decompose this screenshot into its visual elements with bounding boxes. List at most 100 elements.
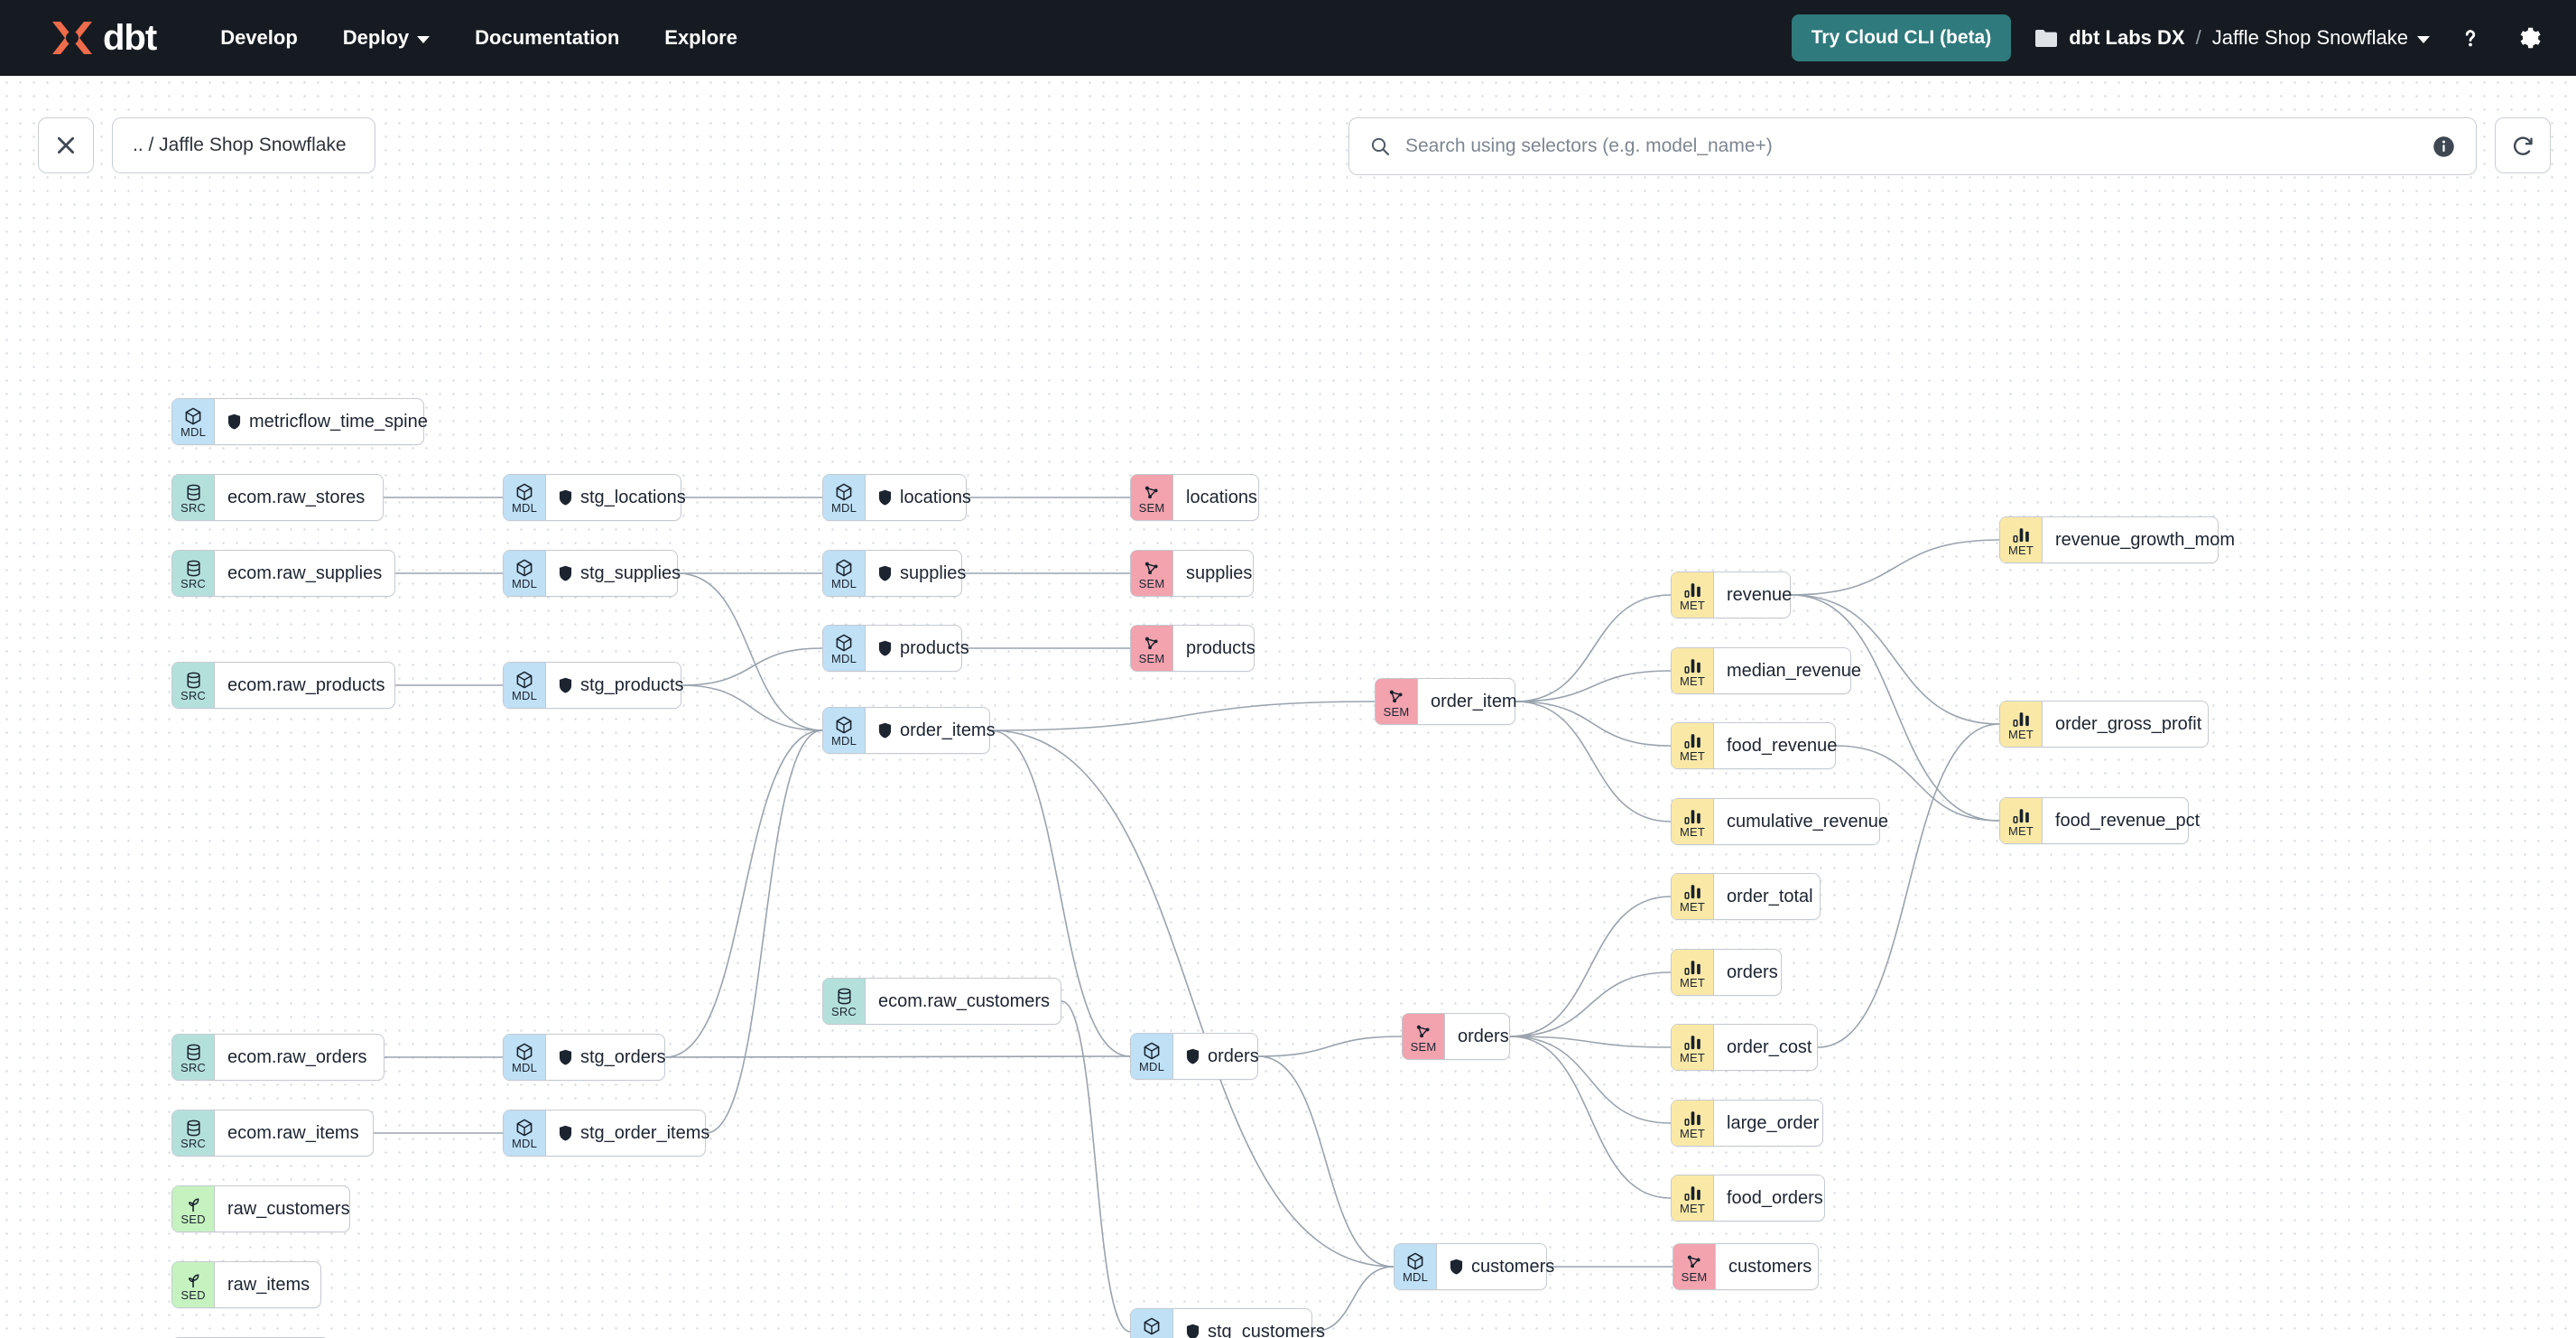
node-type-badge-sem: SEM bbox=[1403, 1014, 1445, 1059]
node-type-badge-mdl: MDL bbox=[823, 475, 866, 520]
refresh-button[interactable] bbox=[2495, 117, 2551, 173]
search-input[interactable] bbox=[1405, 135, 2417, 157]
node-label: customers bbox=[1437, 1244, 1570, 1289]
node-type-badge-met: MET bbox=[1672, 723, 1714, 768]
cube-icon bbox=[1142, 1316, 1162, 1336]
node-type-badge-sem: SEM bbox=[1673, 1244, 1716, 1289]
node-label: ecom.raw_customers bbox=[878, 990, 1051, 1011]
lineage-edges bbox=[374, 497, 2000, 1333]
node-label: products bbox=[866, 626, 985, 671]
settings-button[interactable] bbox=[2511, 21, 2545, 55]
graph-node-met_food_revenue_pct[interactable]: MET food_revenue_pct bbox=[1999, 797, 2200, 844]
bar-chart-icon bbox=[1683, 1108, 1702, 1128]
nav-link-explore[interactable]: Explore bbox=[642, 17, 760, 59]
node-type-badge-met: MET bbox=[1672, 648, 1714, 693]
dbt-logo[interactable]: dbt bbox=[47, 16, 157, 60]
shield-icon bbox=[559, 677, 572, 693]
cube-icon bbox=[836, 716, 852, 734]
shield-icon bbox=[1186, 1324, 1200, 1338]
cube-icon bbox=[514, 482, 534, 502]
node-type-badge-mdl: MDL bbox=[823, 551, 866, 596]
seedling-icon bbox=[183, 1194, 203, 1213]
lineage-edge bbox=[1509, 971, 1672, 1037]
bar-chart-icon bbox=[1683, 582, 1700, 598]
top-navigation-bar: dbt Develop Deploy Documentation Explore… bbox=[0, 0, 2576, 76]
lineage-edge bbox=[1817, 723, 2000, 1048]
nav-link-documentation[interactable]: Documentation bbox=[452, 17, 642, 59]
info-icon[interactable] bbox=[2432, 135, 2456, 159]
cube-icon bbox=[516, 483, 533, 501]
node-type-badge-sed: SED bbox=[172, 1262, 215, 1307]
cube-icon bbox=[834, 482, 854, 502]
cube-icon bbox=[514, 1118, 534, 1138]
bar-chart-icon bbox=[1683, 1183, 1702, 1203]
help-button[interactable] bbox=[2453, 21, 2488, 55]
account-name[interactable]: dbt Labs DX bbox=[2069, 26, 2185, 49]
nav-link-deploy[interactable]: Deploy bbox=[320, 17, 452, 59]
nav-link-develop[interactable]: Develop bbox=[198, 17, 320, 59]
node-type-badge-mdl: MDL bbox=[504, 1110, 546, 1156]
breadcrumb-button[interactable]: .. / Jaffle Shop Snowflake bbox=[112, 117, 375, 173]
cube-icon bbox=[514, 1042, 534, 1062]
node-type-badge-mdl: MDL bbox=[504, 551, 546, 596]
nav-right-cluster: Try Cloud CLI (beta) dbt Labs DX / Jaffl… bbox=[1791, 14, 2553, 61]
nav-link-develop-label: Develop bbox=[220, 26, 298, 49]
close-button[interactable] bbox=[38, 117, 94, 173]
project-selector[interactable]: Jaffle Shop Snowflake bbox=[2212, 26, 2430, 50]
chevron-down-icon bbox=[2417, 35, 2430, 43]
try-cloud-cli-button[interactable]: Try Cloud CLI (beta) bbox=[1791, 14, 2012, 61]
seedling-icon bbox=[188, 1273, 199, 1287]
folder-icon bbox=[2035, 29, 2058, 47]
cube-icon bbox=[514, 670, 534, 690]
shield-icon bbox=[559, 489, 572, 506]
lineage-edge bbox=[1509, 1036, 1672, 1124]
node-label: food_revenue_pct bbox=[2055, 810, 2201, 831]
search-bar[interactable] bbox=[1348, 117, 2477, 175]
node-label: ecom.raw_supplies bbox=[227, 562, 383, 583]
cube-icon bbox=[516, 1119, 533, 1137]
node-type-badge-met: MET bbox=[2000, 798, 2043, 843]
breadcrumb-label: .. / Jaffle Shop Snowflake bbox=[133, 135, 347, 155]
lineage-edge bbox=[664, 729, 823, 1058]
database-icon bbox=[837, 988, 851, 1004]
